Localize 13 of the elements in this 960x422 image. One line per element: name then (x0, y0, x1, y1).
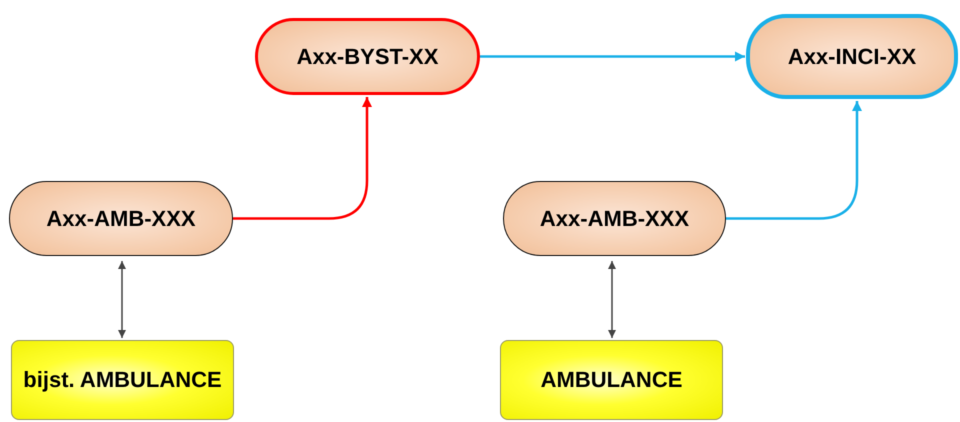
arrow (118, 261, 126, 338)
arrow (726, 101, 862, 220)
arrow (608, 261, 616, 338)
node-label: Axx-INCI-XX (788, 44, 916, 70)
node-label: bijst. AMBULANCE (23, 367, 222, 393)
arrow (480, 52, 745, 62)
node-label: Axx-AMB-XXX (46, 206, 196, 232)
vehicle-box (500, 340, 723, 420)
arrow (233, 97, 372, 220)
node-label: AMBULANCE (540, 367, 682, 393)
vehicle-box (11, 340, 234, 420)
node-label: Axx-AMB-XXX (540, 206, 690, 232)
node-label: Axx-BYST-XX (296, 44, 438, 70)
